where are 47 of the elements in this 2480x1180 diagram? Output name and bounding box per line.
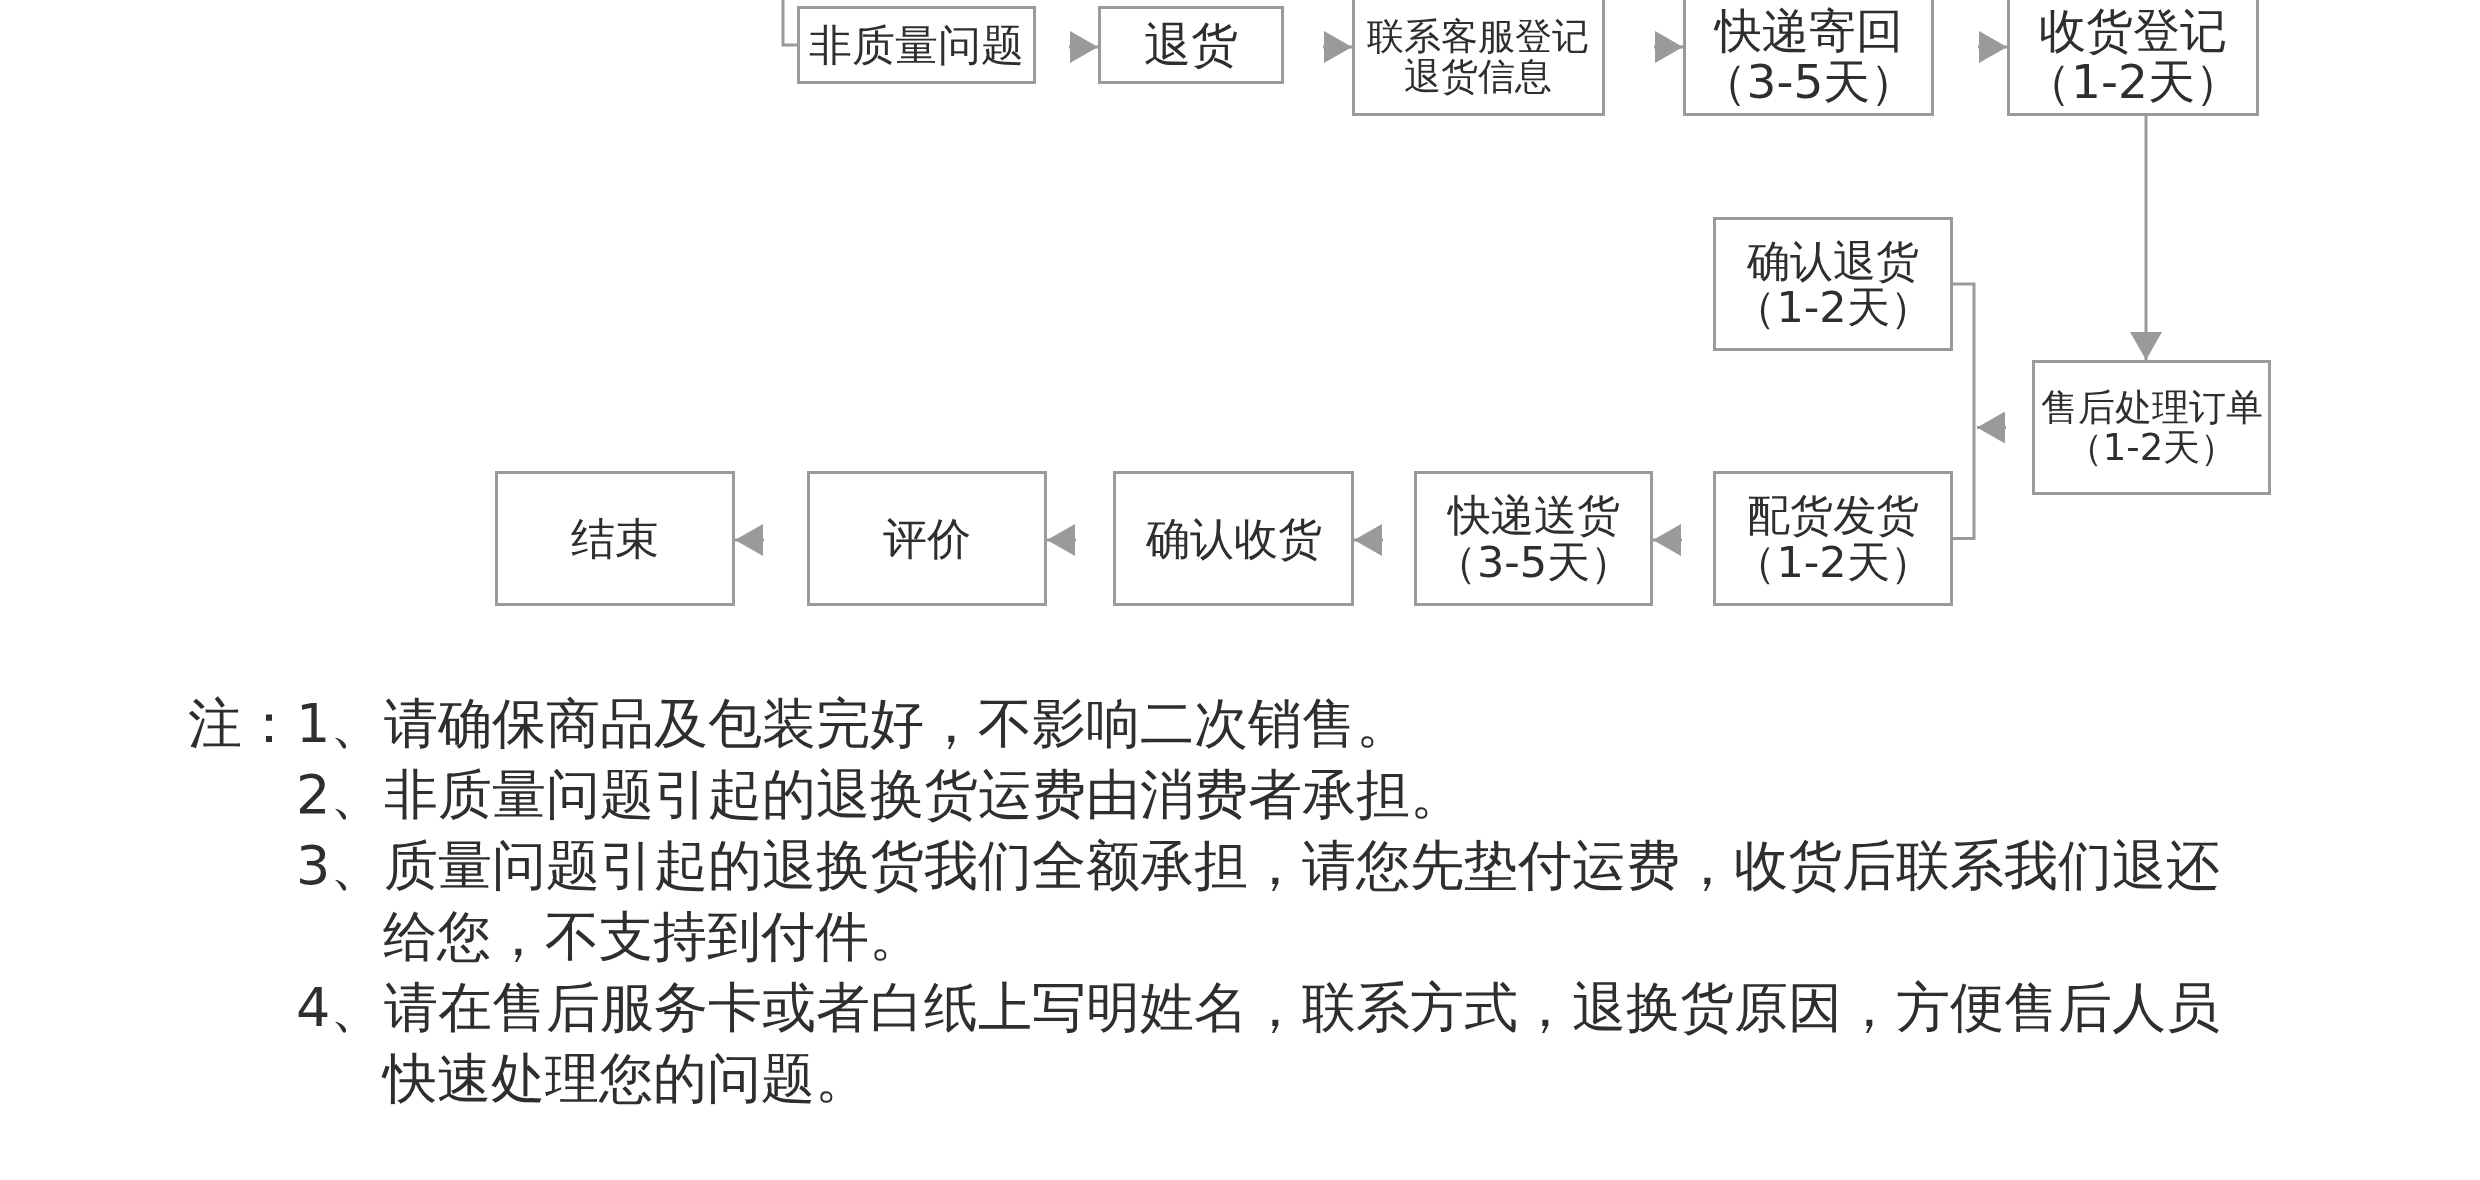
- note-label: 注：: [188, 691, 296, 757]
- connector-line: [1953, 282, 1976, 540]
- arrow: [1323, 31, 1352, 63]
- arrow: [1978, 31, 2007, 63]
- duration-label: （1-2天）: [2024, 56, 2242, 108]
- duration-label: （1-2天）: [1733, 538, 1933, 585]
- step-label: 快递寄回: [1714, 5, 1903, 57]
- note-text: 3、质量问题引起的退换货我们全额承担，请您先垫付运费，收货后联系我们退还给您，不支持到付件。: [296, 833, 2222, 970]
- process-box: [1713, 217, 1953, 351]
- step-label: 配货发货: [1747, 492, 1919, 539]
- process-box: [1352, 0, 1605, 116]
- arrow: [1654, 31, 1683, 63]
- note-text: 2、非质量问题引起的退换货运费由消费者承担。: [296, 762, 1466, 828]
- arrow: [1354, 524, 1383, 556]
- arrow: [735, 524, 764, 556]
- step-label: 退货: [1144, 19, 1238, 71]
- step-label: 评价: [883, 514, 971, 563]
- step-label: 快递送货: [1447, 492, 1620, 539]
- process-box: [2032, 360, 2271, 495]
- step-label: 确认收货: [1145, 514, 1322, 563]
- step-label: 结束: [571, 514, 659, 563]
- step-label: 售后处理订单: [2040, 387, 2263, 428]
- process-box: [495, 471, 735, 606]
- process-box: [1414, 471, 1653, 606]
- note-text: 1、请确保商品及包装完好，不影响二次销售。: [296, 691, 1412, 757]
- process-box: [2007, 0, 2259, 116]
- step-label: 收货登记: [2039, 5, 2227, 57]
- step-label: 非质量问题: [809, 21, 1024, 69]
- arrow: [1047, 524, 1076, 556]
- arrow: [1069, 31, 1098, 63]
- note-text: 4、请在售后服务卡或者白纸上写明姓名，联系方式，退换货原因，方便售后人员快速处理您的问题。: [296, 975, 2222, 1112]
- arrow: [1653, 524, 1682, 556]
- process-box: [1713, 471, 1953, 606]
- arrow: [2130, 116, 2162, 360]
- step-label: 联系客服登记退货信息: [1366, 16, 1591, 97]
- process-box: [797, 6, 1036, 84]
- duration-label: （3-5天）: [1433, 538, 1634, 585]
- duration-label: （1-2天）: [2065, 427, 2238, 468]
- process-box: [1683, 0, 1934, 116]
- process-box: [1113, 471, 1354, 606]
- connector-line: [781, 0, 797, 47]
- duration-label: （1-2天）: [1733, 284, 1933, 331]
- arrow: [1977, 411, 2006, 444]
- duration-label: （3-5天）: [1699, 56, 1918, 108]
- step-label: 确认退货: [1747, 237, 1919, 284]
- process-box: [807, 471, 1047, 606]
- process-box: [1098, 6, 1284, 84]
